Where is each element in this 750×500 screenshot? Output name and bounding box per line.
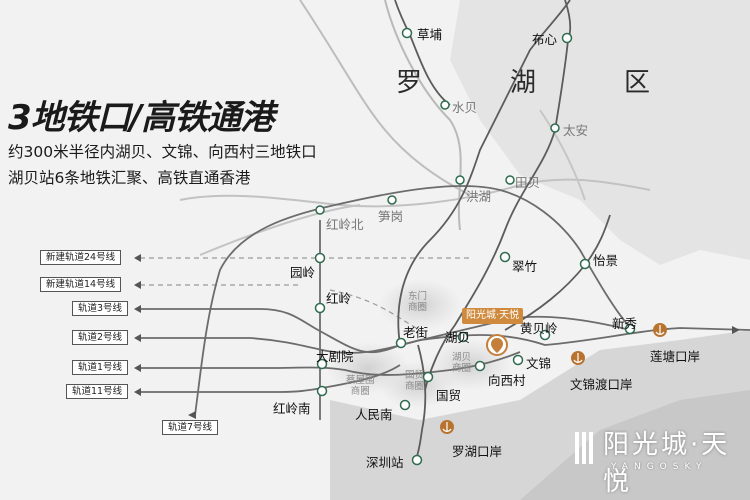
district-char-3: 区	[624, 68, 653, 98]
line1-track	[140, 351, 521, 376]
guomao-circle	[378, 361, 458, 409]
brand-name: 阳光城·天悦	[603, 430, 731, 497]
route-tag-line3: 轨道3号线	[72, 301, 129, 316]
station-laojie: 老街	[403, 325, 429, 340]
station-xiangxicun: 向西村	[488, 373, 526, 388]
station-xinxiu: 新秀	[612, 316, 638, 331]
district-char-2: 湖	[510, 68, 539, 98]
brand-mark-icon	[575, 432, 593, 464]
station-honglingnan: 红岭南	[273, 401, 311, 416]
route-tag-line2: 轨道2号线	[72, 330, 129, 345]
route-tag-line1: 轨道1号线	[72, 360, 129, 375]
station-hongling: 红岭	[326, 291, 352, 306]
subline-2: 湖贝站6条地铁汇聚、高铁直通香港	[8, 169, 251, 187]
station-taian: 太安	[563, 123, 589, 138]
port-wenjindu: 文锦渡口岸	[570, 377, 633, 392]
station-renminnan: 人民南	[355, 407, 393, 422]
station-yuanling: 园岭	[290, 265, 316, 280]
bg-line-e	[539, 109, 586, 201]
station-huangbeiling: 黄贝岭	[520, 321, 558, 336]
station-shenzhenzhan: 深圳站	[366, 455, 404, 470]
station-caopu: 草埔	[417, 27, 443, 42]
station-honglingbei: 红岭北	[326, 217, 364, 232]
port-luohu: 罗湖口岸	[452, 444, 503, 459]
station-cuizhu: 翠竹	[512, 259, 538, 274]
brand-logo: 阳光城·天悦 YANGOSKY	[573, 422, 743, 497]
line14-dash-2	[329, 289, 421, 331]
station-guomao: 国贸	[436, 388, 462, 403]
brand-english: YANGOSKY	[611, 462, 708, 472]
station-dajuyuan: 大剧院	[316, 349, 354, 364]
bg-line-d	[199, 204, 361, 256]
station-shuibei: 水贝	[452, 100, 478, 115]
station-tianbei: 田贝	[515, 175, 541, 190]
area-hubei: 湖贝 商圈	[452, 352, 472, 374]
district-char-1: 罗	[396, 68, 425, 98]
bg-line-c	[179, 178, 651, 208]
line2-track	[140, 327, 750, 354]
mountain-area	[450, 0, 750, 265]
bg-line-b	[299, 0, 471, 196]
route-tag-line11: 轨道11号线	[66, 384, 129, 399]
route-tag-line7: 轨道7号线	[162, 420, 219, 435]
project-label: 阳光城·天悦	[462, 308, 524, 324]
line3-north	[397, 0, 571, 346]
bg-line-a	[384, 0, 462, 231]
area-guomao: 国贸 商圈	[405, 370, 425, 392]
line-south	[414, 344, 427, 463]
station-wenjin: 文锦	[526, 356, 552, 371]
station-yijing: 怡景	[593, 253, 619, 268]
area-dongmen: 东门 商圈	[408, 291, 428, 313]
project-pin-icon	[486, 334, 508, 356]
port-liantang: 莲塘口岸	[650, 349, 701, 364]
hongkong-land	[520, 390, 750, 500]
line7-track	[194, 185, 629, 416]
headline: 3地铁口/高铁通港	[8, 98, 274, 138]
route-tag-line24: 新建轨道24号线	[40, 250, 122, 265]
station-honghu: 洪湖	[466, 189, 492, 204]
station-sungang: 笋岗	[378, 209, 404, 224]
subline-1: 约300米半径内湖贝、文锦、向西村三地铁口	[8, 143, 317, 161]
station-hubei: 湖贝	[445, 330, 471, 345]
station-buxin: 布心	[532, 32, 558, 47]
area-caiwuwei: 蔡屋围 商圈	[346, 375, 375, 397]
route-tag-line14: 新建轨道14号线	[40, 277, 122, 292]
